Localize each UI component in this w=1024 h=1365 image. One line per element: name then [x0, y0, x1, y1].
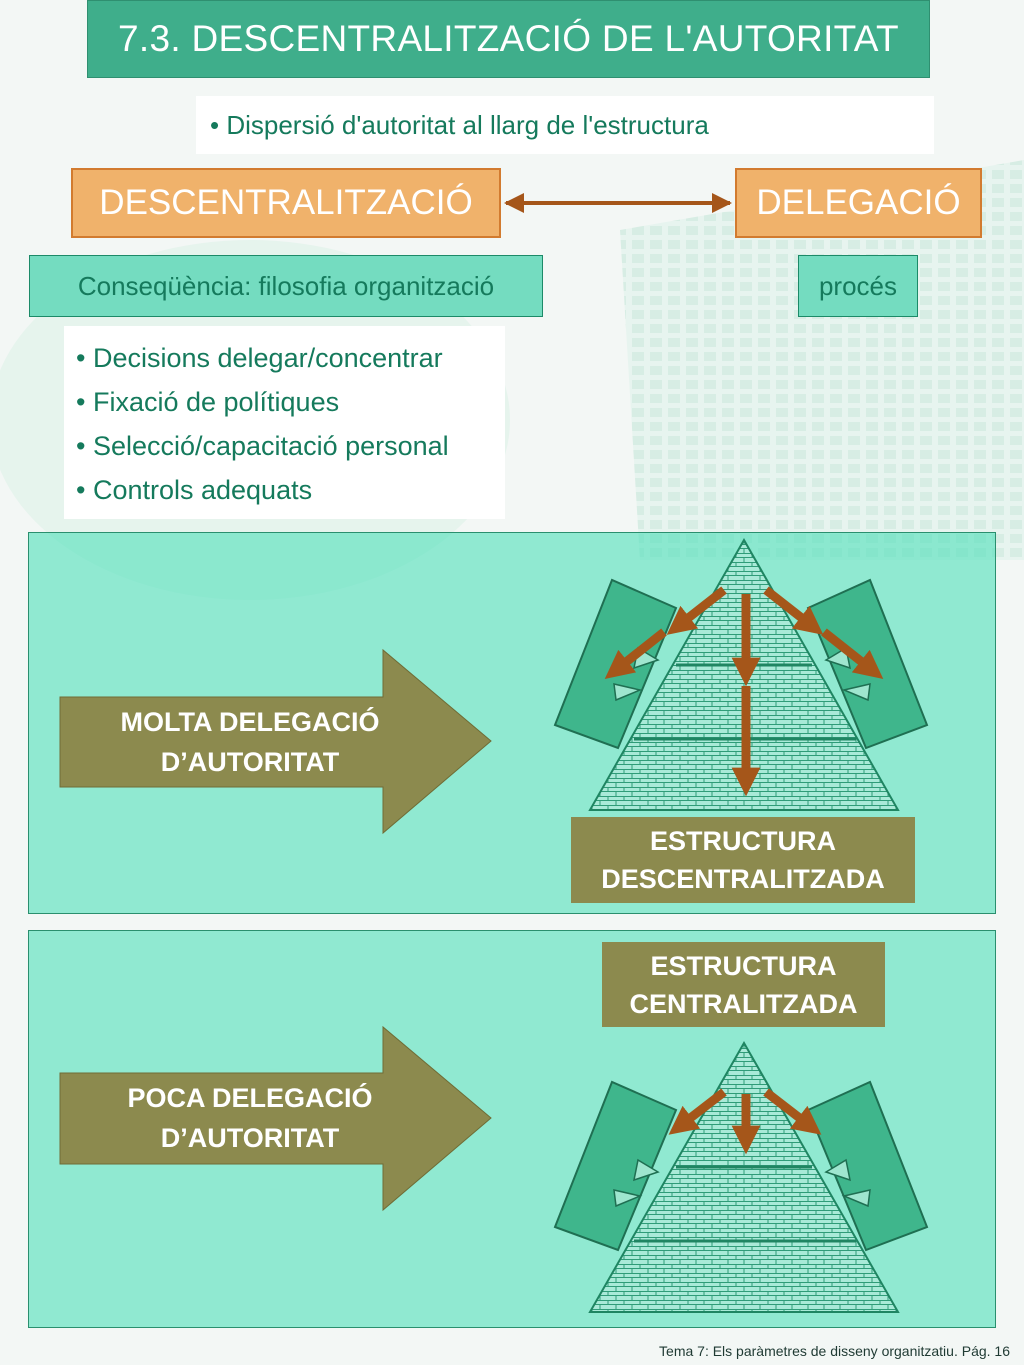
- large-delegation-label: MOLTA DELEGACIÓ D’AUTORITAT: [70, 702, 430, 782]
- bullet-item: • Selecció/capacitació personal: [76, 431, 449, 461]
- footer-text: Tema 7: Els paràmetres de disseny organi…: [659, 1343, 1010, 1359]
- arrow-line: D’AUTORITAT: [160, 1123, 340, 1153]
- bullet-item: • Fixació de polítiques: [76, 387, 340, 417]
- decentralized-pyramid: [553, 537, 929, 811]
- arrow-line: POCA DELEGACIÓ: [127, 1083, 373, 1113]
- structure-line: ESTRUCTURA: [650, 950, 837, 981]
- arrow-line: D’AUTORITAT: [160, 747, 340, 777]
- decentralization-label: DESCENTRALITZACIÓ: [71, 168, 501, 238]
- small-delegation-arrow-shape: [59, 1025, 492, 1212]
- bullet-item: • Decisions delegar/concentrar: [76, 343, 443, 373]
- structure-line: DESCENTRALITZADA: [601, 864, 885, 894]
- small-delegation-label: POCA DELEGACIÓ D’AUTORITAT: [70, 1078, 430, 1158]
- bullet-item: • Controls adequats: [76, 475, 313, 505]
- delegation-label: DELEGACIÓ: [735, 168, 982, 238]
- large-delegation-arrow-shape: [59, 648, 492, 835]
- subtitle-bullet: • Dispersió d'autoritat al llarg de l'es…: [196, 96, 934, 154]
- bullet-list: • Decisions delegar/concentrar • Fixació…: [64, 326, 505, 519]
- structure-line: CENTRALITZADA: [629, 988, 858, 1019]
- arrow-line: MOLTA DELEGACIÓ: [120, 707, 380, 737]
- page-title: 7.3. DESCENTRALITZACIÓ DE L'AUTORITAT: [87, 0, 930, 78]
- consequence-note: Conseqüència: filosofia organització: [29, 255, 543, 317]
- structure-line: ESTRUCTURA: [650, 826, 836, 856]
- centralized-pyramid: [553, 1040, 929, 1313]
- process-note: procés: [798, 255, 918, 317]
- decentralized-structure-label: ESTRUCTURA DESCENTRALITZADA: [571, 817, 915, 903]
- centralized-structure-label: ESTRUCTURA CENTRALITZADA: [602, 942, 885, 1027]
